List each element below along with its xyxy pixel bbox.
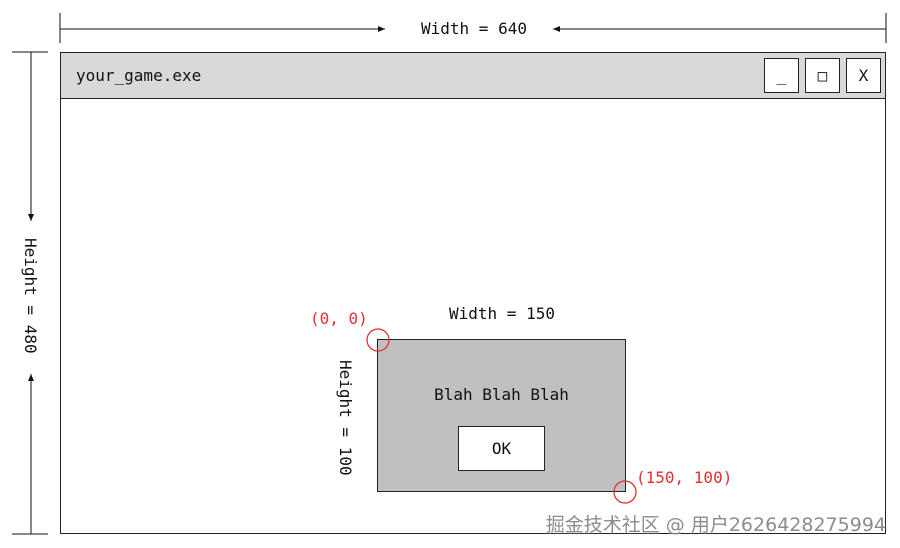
outer-width-label: Width = 640 — [421, 19, 527, 38]
close-button[interactable]: X — [846, 58, 881, 93]
dialog-width-label: Width = 150 — [449, 304, 555, 323]
window-titlebar[interactable]: your_game.exe _ □ X — [61, 53, 885, 99]
ok-button[interactable]: OK — [458, 426, 545, 471]
window-title: your_game.exe — [76, 66, 202, 85]
maximize-button[interactable]: □ — [805, 58, 840, 93]
minimize-button[interactable]: _ — [764, 58, 799, 93]
dialog-box: Blah Blah Blah OK — [377, 339, 626, 492]
origin-coordinate-label: (0, 0) — [310, 309, 368, 328]
outer-height-label: Height = 480 — [21, 238, 40, 354]
watermark-text: 掘金技术社区 @ 用户2626428275994 — [545, 514, 886, 536]
dialog-message: Blah Blah Blah — [434, 385, 569, 404]
dialog-height-label: Height = 100 — [336, 360, 355, 476]
corner-coordinate-label: (150, 100) — [636, 468, 733, 487]
